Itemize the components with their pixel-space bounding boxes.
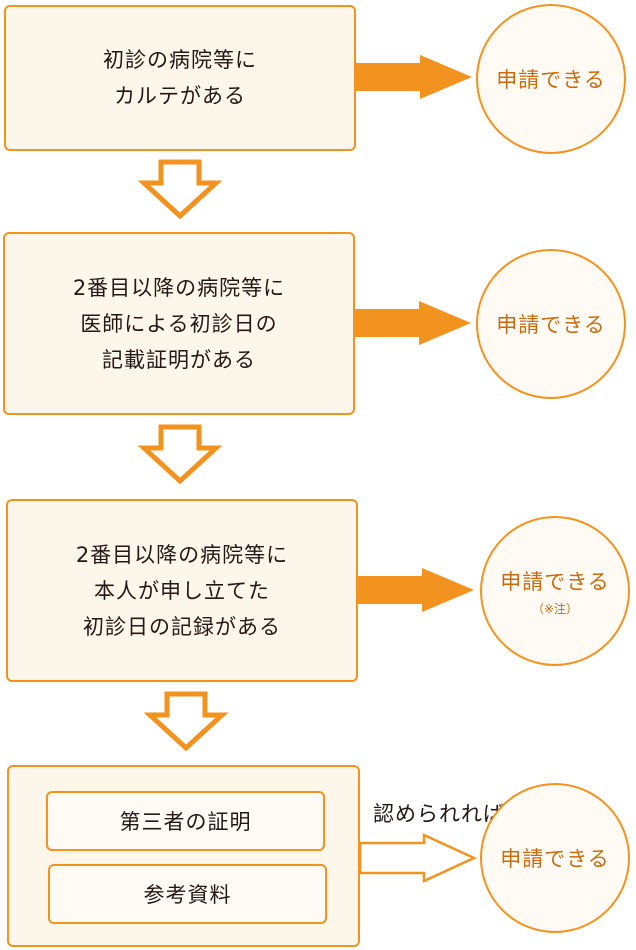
step-2-result-circle: 申請できる: [476, 249, 626, 399]
step-1-line-1: 初診の病院等に: [103, 48, 257, 72]
step-1-result-text: 申請できる: [496, 68, 606, 92]
reference-materials-label: 参考資料: [143, 883, 232, 907]
step-3-box: 2番目以降の病院等に 本人が申し立てた 初診日の記録がある: [6, 499, 358, 682]
step-4-result-circle: 申請できる: [480, 783, 630, 933]
third-party-proof-box: 第三者の証明: [46, 791, 325, 851]
step-2-right-arrow: [355, 301, 471, 345]
third-party-proof-label: 第三者の証明: [119, 810, 252, 834]
step-3-line-1: 2番目以降の病院等に: [75, 542, 289, 567]
down-arrow-1: [137, 159, 223, 220]
step-2-result-text: 申請できる: [496, 313, 606, 337]
step-2-line-2: 医師による初診日の: [80, 311, 278, 336]
step-1-right-arrow: [356, 55, 472, 99]
step-2-box: 2番目以降の病院等に 医師による初診日の 記載証明がある: [3, 232, 355, 415]
reference-materials-box: 参考資料: [48, 864, 327, 924]
step-3-right-arrow: [358, 568, 474, 612]
step-1-result-circle: 申請できる: [476, 4, 626, 154]
step-4-result-text: 申請できる: [500, 847, 610, 871]
step-2-line-3: 記載証明がある: [102, 347, 256, 372]
step-1-box: 初診の病院等に カルテがある: [4, 5, 356, 151]
step-3-result-note: （※注）: [531, 601, 579, 616]
step-4-right-arrow: [358, 833, 477, 883]
down-arrow-2: [137, 424, 223, 485]
step-3-result-circle: 申請できる （※注）: [480, 516, 630, 666]
step-3-result-text: 申請できる: [500, 569, 610, 594]
step-3-line-2: 本人が申し立てた: [94, 578, 270, 603]
step-1-line-2: カルテがある: [114, 84, 246, 108]
step-2-line-1: 2番目以降の病院等に: [72, 275, 286, 300]
step-3-line-3: 初診日の記録がある: [83, 614, 281, 639]
down-arrow-3: [143, 691, 229, 752]
condition-label: 認められれば: [373, 802, 505, 826]
